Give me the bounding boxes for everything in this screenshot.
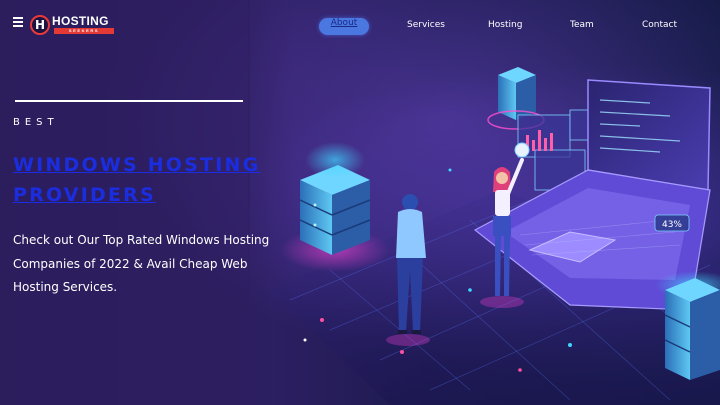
nav-item-services[interactable]: Services	[407, 20, 445, 30]
hosting-illustration: 43%	[270, 67, 720, 405]
main-nav: About Services Hosting Team Contact	[300, 0, 720, 52]
left-panel-fade	[248, 0, 294, 405]
laptop-percent-badge: 43%	[662, 220, 682, 230]
nav-item-hosting[interactable]: Hosting	[488, 20, 523, 30]
nav-item-about-label: About	[330, 18, 358, 28]
logo-wordmark: HOSTING	[52, 14, 109, 28]
nav-item-contact[interactable]: Contact	[642, 20, 678, 30]
divider-line	[15, 100, 243, 102]
nav-item-about[interactable]: About	[319, 18, 369, 35]
hero-headline-link[interactable]: WINDOWS HOSTING PROVIDERS	[13, 154, 261, 206]
nav-item-team[interactable]: Team	[570, 20, 594, 30]
logo-tagline: SEEKERS	[54, 28, 114, 34]
hero-eyebrow: BEST	[13, 117, 59, 128]
hero-description: Check out Our Top Rated Windows Hosting …	[13, 233, 270, 294]
hamburger-menu-icon[interactable]	[13, 17, 23, 27]
left-panel-overlay	[0, 0, 250, 405]
logo-emblem: H	[30, 15, 50, 35]
